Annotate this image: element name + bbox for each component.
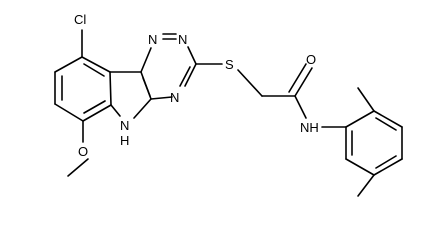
bond-c-o-double-1 bbox=[294, 67, 313, 97]
triazine-n-right-label: N bbox=[170, 90, 179, 105]
amide-nh-label: NH bbox=[300, 120, 319, 135]
bond-o-ch3 bbox=[67, 158, 89, 177]
benzene-ring-right bbox=[345, 110, 403, 176]
structure-canvas: Cl O N H N N N S bbox=[54, 12, 403, 197]
bond-s-ch2 bbox=[237, 69, 263, 97]
triazine-n-top-right-label: N bbox=[178, 32, 187, 47]
molecule-structure: Cl O N H N N N S bbox=[54, 12, 403, 197]
sulfur-label: S bbox=[225, 57, 234, 72]
bond-methyl-bottom bbox=[357, 174, 375, 197]
bond-methyl-top bbox=[357, 87, 375, 112]
methoxy-o-label: O bbox=[78, 144, 88, 159]
bond-co-nh bbox=[294, 95, 307, 119]
indole-n-label: N bbox=[120, 118, 129, 133]
bond-c-o-double-2 bbox=[288, 63, 307, 93]
triazine-ring bbox=[140, 33, 197, 100]
benzene-ring-left bbox=[54, 56, 112, 122]
pyrrole-ring bbox=[109, 71, 152, 119]
triazine-n-top-left-label: N bbox=[148, 32, 157, 47]
indole-h-label: H bbox=[120, 133, 129, 148]
carbonyl-o-label: O bbox=[306, 52, 316, 67]
cl-atom-label: Cl bbox=[74, 12, 86, 27]
